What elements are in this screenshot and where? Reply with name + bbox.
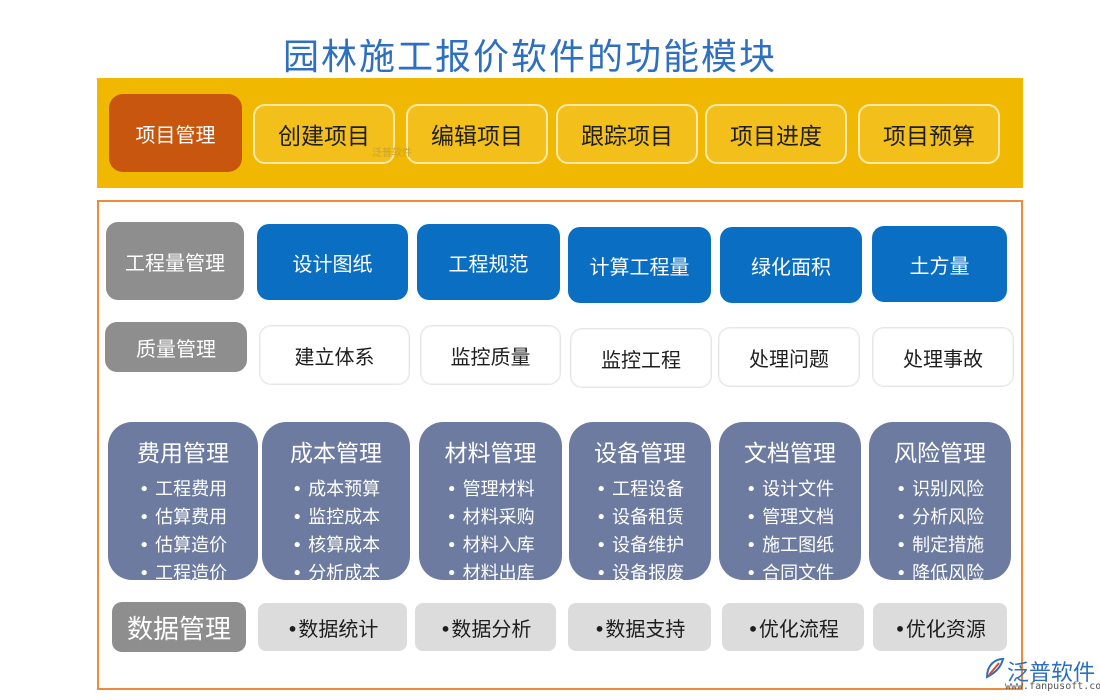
page-title: 园林施工报价软件的功能模块 [282,37,777,78]
card-item: 设备维护 [569,532,711,560]
card-risk-management: 风险管理 识别风险 分析风险 制定措施 降低风险 [869,422,1011,584]
data-management-label: 数据管理 [112,602,246,652]
card-title: 成本管理 [290,441,382,467]
quality-management-label: 质量管理 [105,322,247,372]
card-item: 估算造价 [108,532,258,560]
card-item: 成本预算 [262,476,410,504]
brand-url: www.fanpusoft.com [1005,681,1100,692]
card-item: 设计文件 [719,476,861,504]
project-item-track: 跟踪项目 [556,104,698,164]
brand-leaf-icon [985,657,1005,679]
card-item: 管理材料 [419,476,562,504]
quantity-item-drawings: 设计图纸 [257,224,408,300]
card-equipment-management: 设备管理 工程设备 设备租赁 设备维护 设备报废 [569,422,711,584]
quality-item-system: 建立体系 [259,325,410,385]
card-item: 分析成本 [262,560,410,588]
modules-frame [97,200,1023,690]
quantity-item-standards: 工程规范 [417,224,560,300]
card-item: 合同文件 [719,560,861,588]
card-item: 工程设备 [569,476,711,504]
card-item: 设备报废 [569,560,711,588]
card-item: 施工图纸 [719,532,861,560]
card-item: 监控成本 [262,504,410,532]
brand-logo: 泛普软件 www.fanpusoft.com [985,655,1100,693]
card-cost-management: 费用管理 工程费用 估算费用 估算造价 工程造价 [108,422,258,584]
quantity-item-green-area: 绿化面积 [720,227,862,303]
data-item-stats: •数据统计 [258,603,407,651]
card-item: 工程费用 [108,476,258,504]
card-title: 材料管理 [444,441,537,467]
quality-item-handle-accident: 处理事故 [872,327,1014,387]
card-item: 材料出库 [419,560,562,588]
project-item-budget: 项目预算 [858,104,1000,164]
data-item-support: •数据支持 [568,603,711,651]
data-item-optimize-resource: •优化资源 [873,603,1007,651]
data-item-optimize-process: •优化流程 [722,603,864,651]
card-title: 风险管理 [894,441,986,467]
card-item: 管理文档 [719,504,861,532]
card-material-management: 材料管理 管理材料 材料采购 材料入库 材料出库 [419,422,562,584]
card-item: 工程造价 [108,560,258,588]
data-item-analysis: •数据分析 [415,603,556,651]
card-item: 估算费用 [108,504,258,532]
quality-item-handle-issue: 处理问题 [718,327,860,387]
quality-item-monitor-quality: 监控质量 [420,325,561,385]
card-cost-control: 成本管理 成本预算 监控成本 核算成本 分析成本 [262,422,410,584]
card-item: 设备租赁 [569,504,711,532]
project-item-edit: 编辑项目 [406,104,548,164]
quantity-management-label: 工程量管理 [106,222,244,300]
card-item: 识别风险 [869,476,1011,504]
card-title: 设备管理 [594,441,686,467]
card-item: 材料采购 [419,504,562,532]
brand-name: 泛普软件 [1007,661,1096,686]
quality-item-monitor-project: 监控工程 [570,328,712,388]
card-document-management: 文档管理 设计文件 管理文档 施工图纸 合同文件 [719,422,861,584]
card-item: 核算成本 [262,532,410,560]
project-item-create: 创建项目 [253,104,395,164]
card-title: 文档管理 [744,441,836,467]
card-title: 费用管理 [137,441,229,467]
quantity-item-calc: 计算工程量 [568,227,711,303]
card-item: 制定措施 [869,532,1011,560]
card-item: 分析风险 [869,504,1011,532]
watermark: 泛普软件 [372,148,412,159]
card-item: 材料入库 [419,532,562,560]
quantity-item-earthwork: 土方量 [872,226,1007,302]
card-item: 降低风险 [869,560,1011,588]
project-management-label: 项目管理 [109,94,242,172]
project-item-progress: 项目进度 [705,104,847,164]
